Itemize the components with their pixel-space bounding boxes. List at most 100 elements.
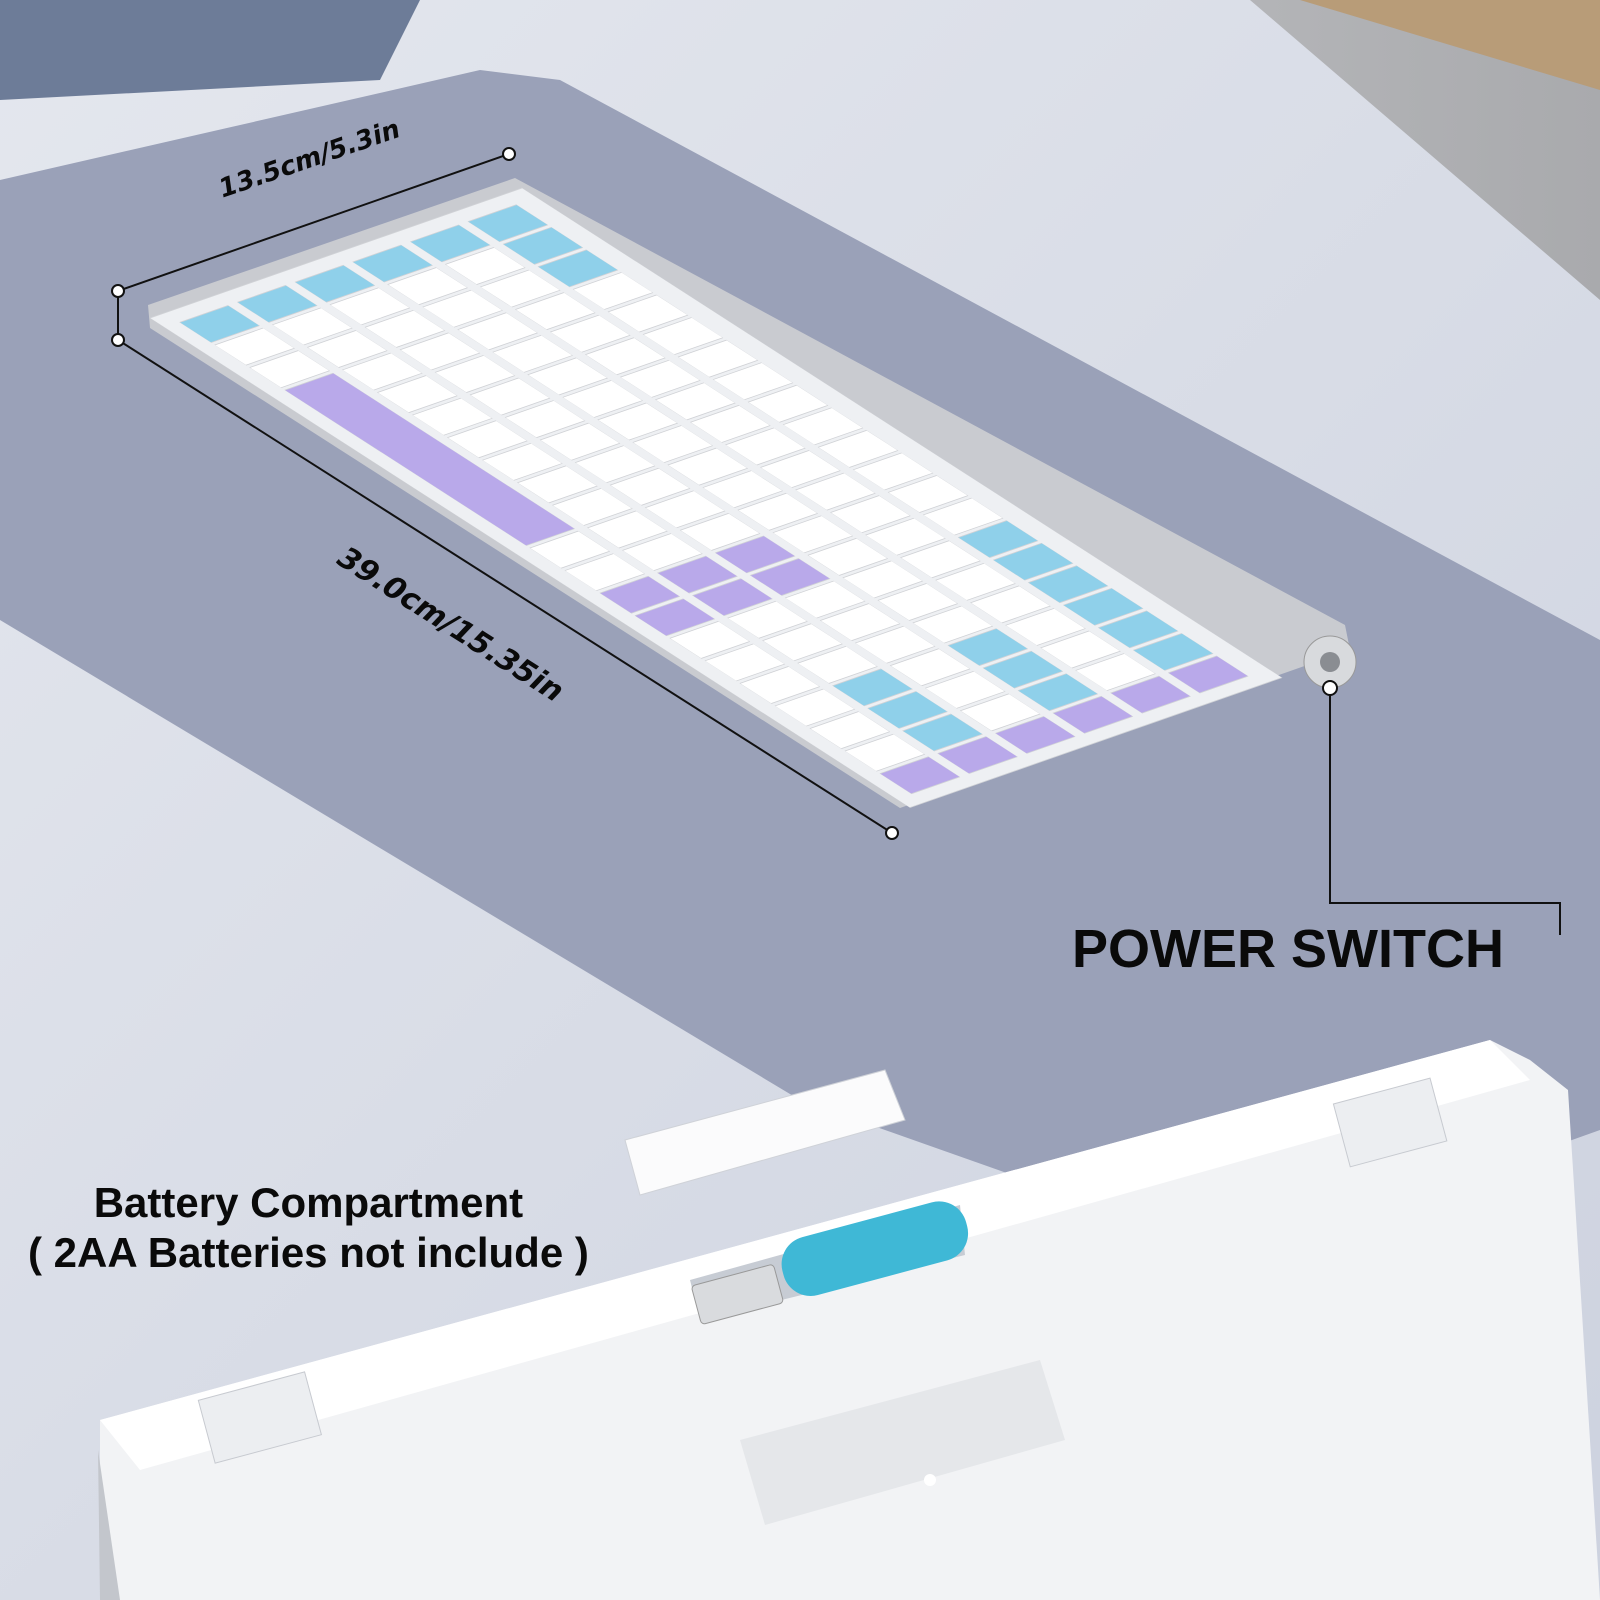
key [387, 267, 468, 305]
key [1097, 610, 1179, 649]
key [774, 688, 856, 727]
key [935, 562, 1016, 601]
key [409, 224, 491, 263]
key [842, 560, 924, 599]
key [446, 420, 528, 459]
key [294, 264, 376, 303]
battery-label: Battery Compartment ( 2AA Batteries not … [28, 1178, 589, 1278]
key [1075, 653, 1156, 691]
reset-hole [924, 1474, 936, 1486]
key [537, 249, 619, 288]
key [819, 603, 901, 641]
key [574, 445, 656, 484]
battery-cover[interactable] [624, 1069, 906, 1196]
key [619, 359, 701, 398]
key [714, 535, 796, 574]
key [739, 666, 821, 704]
key [644, 490, 726, 529]
battery-note: ( 2AA Batteries not include ) [28, 1229, 589, 1276]
key [1132, 633, 1214, 671]
key [712, 362, 794, 401]
key [422, 289, 503, 328]
key [844, 733, 926, 772]
key [924, 670, 1006, 709]
key [679, 513, 761, 551]
key [854, 625, 936, 664]
key [667, 447, 749, 486]
key [782, 407, 864, 446]
key [517, 465, 598, 504]
label-plate [740, 1360, 1065, 1525]
key [271, 307, 353, 346]
key [341, 352, 423, 391]
key [479, 269, 561, 308]
key [865, 517, 946, 556]
key [236, 285, 318, 323]
stand-foot-right [1332, 1077, 1448, 1168]
battery [781, 1201, 969, 1296]
key [444, 247, 526, 285]
power-switch-label: POWER SWITCH [1072, 919, 1504, 979]
key [959, 693, 1041, 732]
key [1017, 673, 1099, 712]
key [879, 756, 961, 795]
key [852, 452, 934, 491]
key [704, 643, 786, 682]
key [992, 542, 1074, 581]
key [249, 350, 331, 388]
key [747, 384, 829, 423]
key [809, 711, 891, 749]
key [887, 475, 969, 513]
key [457, 312, 539, 351]
battery-title: Battery Compartment [93, 1179, 524, 1226]
key [657, 555, 738, 594]
key [807, 538, 889, 576]
key [527, 357, 609, 396]
key [817, 430, 899, 468]
key [692, 578, 773, 617]
key [912, 605, 994, 644]
key [832, 668, 913, 707]
key [214, 327, 295, 366]
key [889, 648, 971, 687]
key [654, 382, 736, 421]
key [1062, 587, 1144, 626]
key [352, 244, 433, 283]
key [572, 272, 654, 310]
keyboard [148, 178, 1357, 808]
key [607, 294, 689, 333]
key [994, 716, 1076, 754]
key [597, 402, 679, 441]
key [364, 310, 446, 348]
key [634, 598, 716, 637]
key [1167, 655, 1249, 694]
key [677, 339, 759, 378]
key [1027, 565, 1109, 604]
key [642, 317, 724, 355]
key [539, 422, 621, 461]
key [760, 450, 841, 488]
key [1110, 675, 1191, 714]
key [947, 628, 1029, 666]
key [795, 472, 876, 511]
key [399, 332, 481, 371]
key [669, 621, 751, 659]
key [702, 470, 784, 509]
key [922, 497, 1004, 536]
key [502, 226, 584, 265]
key [179, 305, 260, 343]
key [900, 540, 981, 579]
key [877, 583, 959, 621]
key [587, 510, 668, 549]
key [411, 397, 493, 436]
key [689, 405, 771, 443]
key [957, 520, 1039, 558]
key [1040, 630, 1121, 669]
key [329, 287, 411, 326]
key [1005, 608, 1086, 646]
stand-foot-left [197, 1371, 323, 1464]
key [725, 427, 806, 466]
key [469, 377, 551, 416]
key [564, 553, 646, 592]
